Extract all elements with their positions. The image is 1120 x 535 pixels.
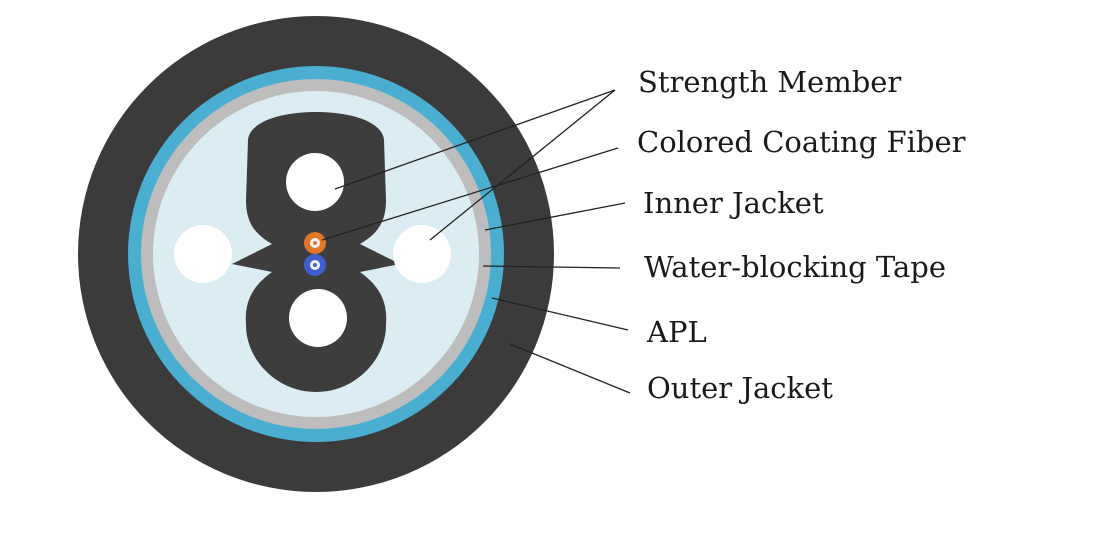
label-strength-member: Strength Member <box>638 65 902 99</box>
label-apl: APL <box>647 315 707 349</box>
fiber-orange <box>304 232 326 254</box>
leader-strength-member-1 <box>334 89 616 190</box>
strength-member-right <box>393 225 451 283</box>
strength-member-left <box>174 225 232 283</box>
leader-water-blocking-tape <box>482 265 621 269</box>
leader-strength-member-2 <box>429 89 616 241</box>
fiber-blue <box>304 254 326 276</box>
leader-inner-jacket <box>484 202 626 231</box>
label-outer-jacket: Outer Jacket <box>647 371 833 405</box>
strength-member-top <box>286 153 344 211</box>
strength-member-bottom <box>289 289 347 347</box>
leader-outer-jacket <box>509 343 631 394</box>
label-water-blocking-tape: Water-blocking Tape <box>644 250 947 284</box>
label-inner-jacket: Inner Jacket <box>643 186 824 220</box>
label-colored-coating-fiber: Colored Coating Fiber <box>637 125 966 159</box>
leader-colored-coating-fiber <box>321 147 619 241</box>
leader-apl <box>491 297 629 331</box>
